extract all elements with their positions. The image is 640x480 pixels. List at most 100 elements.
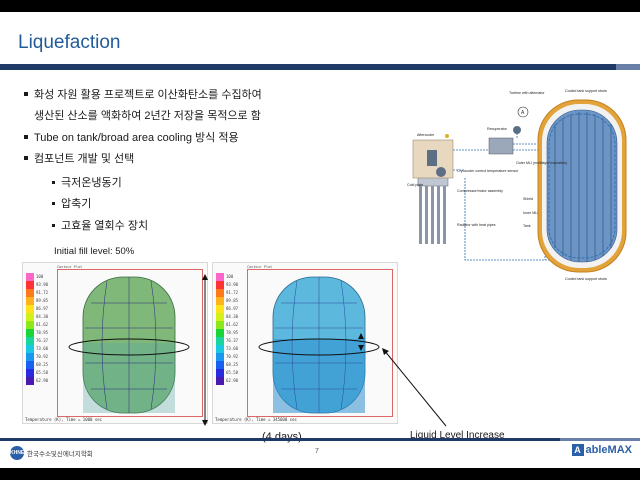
- society-emblem-icon: KHNES: [10, 446, 28, 460]
- bullet-text: 생산된 산소를 액화하여 2년간 저장을 목적으로 함: [34, 110, 261, 122]
- sim-caption: Temperature (K), Time = 1000 sec: [25, 417, 103, 422]
- sensor-icon: [445, 134, 449, 138]
- title-rule-accent: [616, 64, 640, 70]
- label-turbine: Turbine with alternator: [509, 91, 545, 95]
- society-name: 한국수소및신에너지학회: [27, 451, 93, 458]
- height-arrow-icon: [202, 274, 208, 426]
- bullet-dot: [24, 156, 28, 161]
- slide-title: Liquefaction: [18, 32, 121, 53]
- colorbar-tick-label: 91.72: [226, 290, 239, 295]
- colorbar-tick-label: 73.60: [226, 346, 239, 351]
- colorbar-tick-label: 100: [36, 274, 44, 279]
- sim-header: Contour Plot: [247, 265, 273, 269]
- company-logo: A ableMAX: [571, 444, 632, 456]
- colorbar-ticks: 100 93.90 91.72 89.85 86.97 84.30 81.62 78.95 76…: [226, 273, 238, 385]
- title-rule: [0, 64, 640, 70]
- fill-level-label: Initial fill level: 50%: [54, 246, 135, 257]
- sub-bullet-text: 고효율 열회수 장치: [61, 220, 149, 232]
- temperature-colorbar: [216, 273, 224, 385]
- sub-bullet-item: 극저온냉동기: [52, 176, 122, 190]
- label-radiator: Radiator with heat pipes: [457, 223, 496, 227]
- diagram-labels: Turbine with alternator Cooled tank supp…: [407, 89, 607, 281]
- colorbar-tick-label: 70.92: [36, 354, 49, 359]
- colorbar-tick-label: 89.85: [226, 298, 239, 303]
- sim-caption: Temperature (K), Time = 345600 sec: [215, 417, 297, 422]
- colorbar-tick-label: 62.90: [36, 378, 49, 383]
- liquid-level-label: Liquid Level Increase: [410, 430, 505, 441]
- sub-bullet-text: 극저온냉동기: [61, 177, 122, 189]
- label-compressor: Compressor/motor assembly: [457, 189, 503, 193]
- compressor-icon: [436, 167, 446, 177]
- cooling-tubes: [554, 112, 612, 262]
- tank-sim-render: [258, 276, 380, 414]
- label-recuperator: Recuperator: [487, 127, 508, 131]
- bullet-text: 컴포넌트 개발 및 선택: [34, 153, 135, 165]
- sub-bullet-item: 압축기: [52, 197, 91, 211]
- colorbar-tick-label: 73.60: [36, 346, 49, 351]
- colorbar-tick-label: 100: [226, 274, 234, 279]
- bullet-item: 화성 자원 활용 프로젝트로 이산화탄소를 수집하여: [24, 88, 262, 102]
- level-up-arrow-icon: [358, 333, 364, 339]
- company-logo-mark-icon: A: [571, 444, 584, 456]
- tank-sim-render: [68, 276, 190, 414]
- colorbar-tick-label: 65.58: [226, 370, 239, 375]
- label-cryocooler: Cryocooler control temperature sensor: [457, 169, 519, 173]
- footer-rule: [0, 438, 640, 441]
- bullet-dot: [24, 92, 28, 97]
- aftercooler-core: [427, 150, 437, 166]
- colorbar-tick-label: 78.95: [226, 330, 239, 335]
- colorbar-tick-label: 65.58: [36, 370, 49, 375]
- bullet-item-continued: 생산된 산소를 액화하여 2년간 저장을 목적으로 함: [34, 109, 261, 123]
- bullet-text: 화성 자원 활용 프로젝트로 이산화탄소를 수집하여: [34, 89, 262, 101]
- sim-domain-box: [57, 269, 203, 417]
- colorbar-tick-label: 86.97: [226, 306, 239, 311]
- label-shield: Shield: [523, 197, 533, 201]
- colorbar-tick-label: 91.72: [36, 290, 49, 295]
- tank-vessel: [537, 99, 627, 273]
- colorbar-tick-label: 93.90: [36, 282, 49, 287]
- liquid-level-pointer: [382, 348, 447, 427]
- recuperator-unit: [488, 137, 514, 155]
- label-inner-mli: Inner MLI: [523, 211, 538, 215]
- sim-header: Contour Plot: [57, 265, 83, 269]
- bullet-item: 컴포넌트 개발 및 선택: [24, 152, 134, 166]
- thermal-sim-4days: Contour Plot 100 93.90 91.72 89.85 86.97 84.3…: [212, 262, 398, 424]
- turbine-icon: [517, 106, 529, 118]
- temperature-colorbar: [26, 273, 34, 385]
- colorbar-tick-label: 76.37: [36, 338, 49, 343]
- slide: Liquefaction 화성 자원 활용 프로젝트로 이산화탄소를 수집하여 …: [0, 12, 640, 468]
- turbine-icon-glyph: A: [521, 110, 525, 116]
- label-cooled-tank-top: Cooled tank support struts: [565, 89, 607, 93]
- colorbar-tick-label: 68.25: [226, 362, 239, 367]
- colorbar-tick-label: 70.92: [226, 354, 239, 359]
- label-aftercooler: Aftercooler: [417, 133, 435, 137]
- colorbar-tick-label: 68.25: [36, 362, 49, 367]
- bullet-dot: [52, 180, 55, 184]
- duration-label: (4 days): [262, 431, 302, 443]
- label-tank: Tank: [523, 224, 531, 228]
- colorbar-tick-label: 81.62: [36, 322, 49, 327]
- bullet-dot: [52, 201, 55, 205]
- colorbar-tick-label: 78.95: [36, 330, 49, 335]
- bullet-text: Tube on tank/broad area cooling 방식 적용: [34, 132, 239, 144]
- society-logo: KHNES 한국수소및신에너지학회: [10, 446, 93, 460]
- bullet-item: Tube on tank/broad area cooling 방식 적용: [24, 131, 239, 145]
- colorbar-tick-label: 84.30: [36, 314, 49, 319]
- level-down-arrow-icon: [358, 345, 364, 351]
- bullet-dot: [52, 223, 55, 227]
- colorbar-tick-label: 93.90: [226, 282, 239, 287]
- colorbar-tick-label: 81.62: [226, 322, 239, 327]
- label-outer-mli: Outer MLI (multilayer insulation): [516, 161, 567, 165]
- colorbar-tick-label: 76.37: [226, 338, 239, 343]
- label-cooled-tank-bottom: Cooled tank support struts: [565, 277, 607, 281]
- colorbar-tick-label: 84.30: [226, 314, 239, 319]
- page-number: 7: [315, 448, 319, 455]
- label-cold-plate: Cold plate: [407, 183, 423, 187]
- company-logo-text: ableMAX: [585, 444, 632, 456]
- bullet-dot: [24, 135, 28, 140]
- sub-bullet-item: 고효율 열회수 장치: [52, 219, 148, 233]
- cooling-loop: [548, 113, 616, 259]
- colorbar-tick-label: 89.85: [36, 298, 49, 303]
